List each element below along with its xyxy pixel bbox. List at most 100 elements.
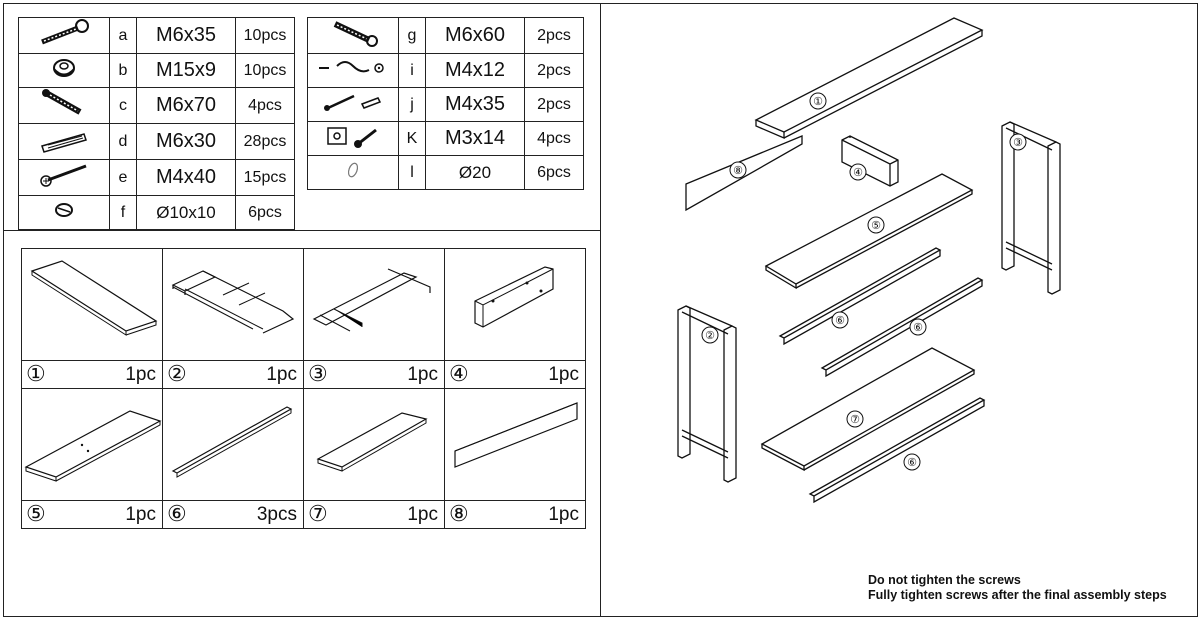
screw-icon: [18, 159, 110, 196]
hardware-qty: 2pcs: [524, 17, 584, 54]
note-line-1: Do not tighten the screws: [868, 573, 1021, 587]
part-label: ⑥ 3pcs: [162, 500, 304, 529]
hardware-letter: i: [398, 53, 426, 88]
diagram-label: ⑤: [871, 220, 881, 232]
hardware-size: M6x70: [136, 87, 236, 124]
hardware-letter: K: [398, 121, 426, 156]
note-line-2: Fully tighten screws after the final ass…: [868, 588, 1167, 602]
hardware-size: M15x9: [136, 53, 236, 88]
hardware-row: d M6x30 28pcs: [18, 123, 295, 160]
part-1-top-panel: [754, 17, 984, 133]
bracket-screw-icon: [307, 121, 399, 156]
bolt-icon: [18, 87, 110, 124]
middle-shelf-icon: [21, 388, 163, 501]
diagram-label: ③: [1013, 137, 1023, 149]
cap-icon: [18, 195, 110, 230]
diagram-label: ①: [813, 96, 823, 108]
hardware-qty: 10pcs: [235, 17, 295, 54]
hardware-letter: f: [109, 195, 137, 230]
diagram-label: ⑥: [913, 322, 923, 334]
hardware-table-left: a M6x35 10pcs b M15x9 10pcs c M6x70 4pcs…: [18, 17, 295, 230]
assembly-note: Do not tighten the screws Fully tighten …: [868, 573, 1167, 603]
hardware-qty: 28pcs: [235, 123, 295, 160]
side-frame-icon: [303, 248, 445, 361]
front-panel-icon: [444, 388, 586, 501]
diagram-label: ⑥: [907, 457, 917, 469]
part-3-side-frame-right: [1001, 121, 1061, 295]
hardware-letter: b: [109, 53, 137, 88]
diagram-label: ⑦: [850, 414, 860, 426]
part-6-rail-upper: [778, 247, 942, 346]
part-qty: 1pc: [407, 504, 438, 525]
top-panel-icon: [21, 248, 163, 361]
hardware-size: M6x30: [136, 123, 236, 160]
hardware-row: a M6x35 10pcs: [18, 17, 295, 54]
hardware-row: i M4x12 2pcs: [307, 53, 584, 88]
hardware-letter: a: [109, 17, 137, 54]
hardware-qty: 4pcs: [235, 87, 295, 124]
diagram-label: ②: [705, 330, 715, 342]
hardware-qty: 2pcs: [524, 87, 584, 122]
cam-lock-icon: [18, 53, 110, 88]
part-number: ⑧: [449, 501, 469, 526]
part-label: ⑦ 1pc: [303, 500, 445, 529]
hardware-size: M4x40: [136, 159, 236, 196]
hardware-size: Ø20: [425, 155, 525, 190]
exploded-assembly-diagram: ① ⑧ ④ ⑤ ③ ⑥ ⑥ ② ⑦ ⑥: [677, 17, 1061, 504]
hardware-qty: 6pcs: [235, 195, 295, 230]
horizontal-divider: [3, 230, 601, 231]
hardware-qty: 10pcs: [235, 53, 295, 88]
part-number: ③: [308, 361, 328, 386]
hardware-letter: d: [109, 123, 137, 160]
vertical-divider: [600, 3, 601, 617]
part-qty: 3pcs: [256, 504, 297, 525]
diagram-label: ⑧: [733, 165, 743, 177]
hardware-size: M4x12: [425, 53, 525, 88]
part-number: ⑤: [26, 501, 46, 526]
hardware-qty: 6pcs: [524, 155, 584, 190]
diagram-label: ⑥: [835, 315, 845, 327]
hardware-table-right: g M6x60 2pcs i M4x12 2pcs j M4x35 2pcs K…: [307, 17, 584, 190]
part-number: ⑥: [167, 501, 187, 526]
hardware-qty: 2pcs: [524, 53, 584, 88]
hardware-qty: 15pcs: [235, 159, 295, 196]
dowel-icon: [18, 123, 110, 160]
hardware-row: l Ø20 6pcs: [307, 155, 584, 190]
bolt-icon: [18, 17, 110, 54]
hardware-row: c M6x70 4pcs: [18, 87, 295, 124]
hardware-row: b M15x9 10pcs: [18, 53, 295, 88]
screw-anchor-icon: [307, 87, 399, 122]
diagram-label: ④: [853, 167, 863, 179]
part-qty: 1pc: [407, 364, 438, 385]
hardware-row: f Ø10x10 6pcs: [18, 195, 295, 230]
part-label: ③ 1pc: [303, 360, 445, 389]
part-6-rail-lower: [808, 397, 986, 504]
rail-icon: [162, 388, 304, 501]
hardware-row: g M6x60 2pcs: [307, 17, 584, 54]
hardware-size: Ø10x10: [136, 195, 236, 230]
hardware-row: K M3x14 4pcs: [307, 121, 584, 156]
part-number: ⑦: [308, 501, 328, 526]
hardware-letter: c: [109, 87, 137, 124]
hardware-size: M6x60: [425, 17, 525, 54]
side-frame-icon: [162, 248, 304, 361]
part-6-rail-middle: [820, 277, 984, 378]
hardware-qty: 4pcs: [524, 121, 584, 156]
part-qty: 1pc: [548, 504, 579, 525]
part-7-bottom-shelf: [760, 347, 976, 467]
hardware-row: e M4x40 15pcs: [18, 159, 295, 196]
hardware-letter: g: [398, 17, 426, 54]
part-label: ⑧ 1pc: [444, 500, 586, 529]
bottom-shelf-icon: [303, 388, 445, 501]
part-number: ④: [449, 361, 469, 386]
back-board-icon: [444, 248, 586, 361]
hardware-letter: e: [109, 159, 137, 196]
hardware-letter: l: [398, 155, 426, 190]
hardware-size: M4x35: [425, 87, 525, 122]
part-qty: 1pc: [125, 364, 156, 385]
